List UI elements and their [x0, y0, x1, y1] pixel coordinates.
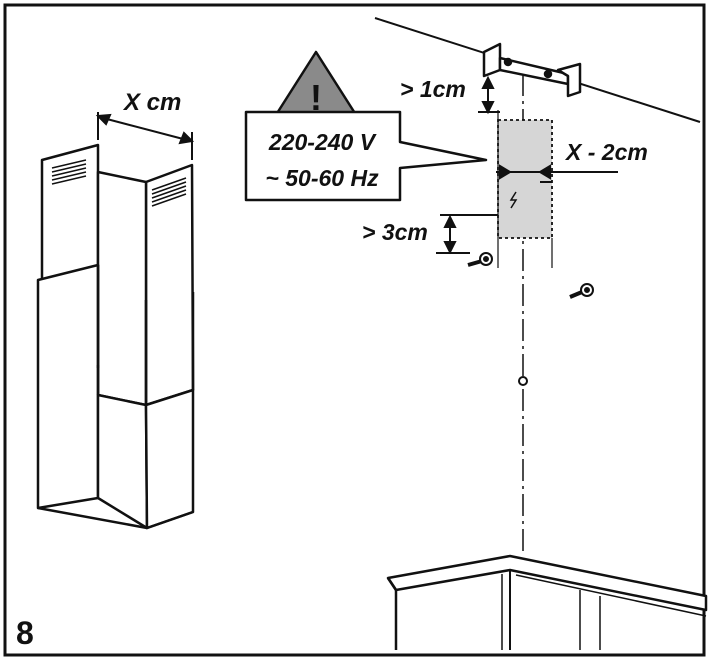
frequency-text: ~ 50-60 Hz — [265, 165, 379, 191]
box-width-label: X - 2cm — [564, 139, 648, 165]
warning-callout — [244, 50, 488, 202]
electrical-box — [497, 110, 553, 268]
vent-grille-left — [51, 159, 87, 185]
voltage-text: 220-240 V — [268, 129, 377, 155]
drill-point — [518, 376, 528, 386]
width-label: X cm — [122, 89, 181, 116]
vent-grille-right — [151, 177, 187, 207]
top-gap-dimension — [478, 75, 500, 115]
bottom-gap-label: > 3cm — [362, 219, 428, 245]
width-dimension — [95, 112, 195, 160]
screw-left — [467, 252, 493, 267]
lightning-icon — [509, 191, 518, 209]
box-width-dimension — [496, 164, 618, 183]
bottom-gap-dimension — [436, 214, 498, 255]
warning-symbol: ! — [310, 77, 322, 118]
step-number: 8 — [16, 615, 34, 651]
screw-right — [569, 283, 594, 299]
mounting-bracket — [482, 42, 582, 98]
hood-body — [386, 554, 708, 650]
top-gap-label: > 1cm — [400, 76, 466, 102]
chimney-cover — [36, 143, 195, 530]
